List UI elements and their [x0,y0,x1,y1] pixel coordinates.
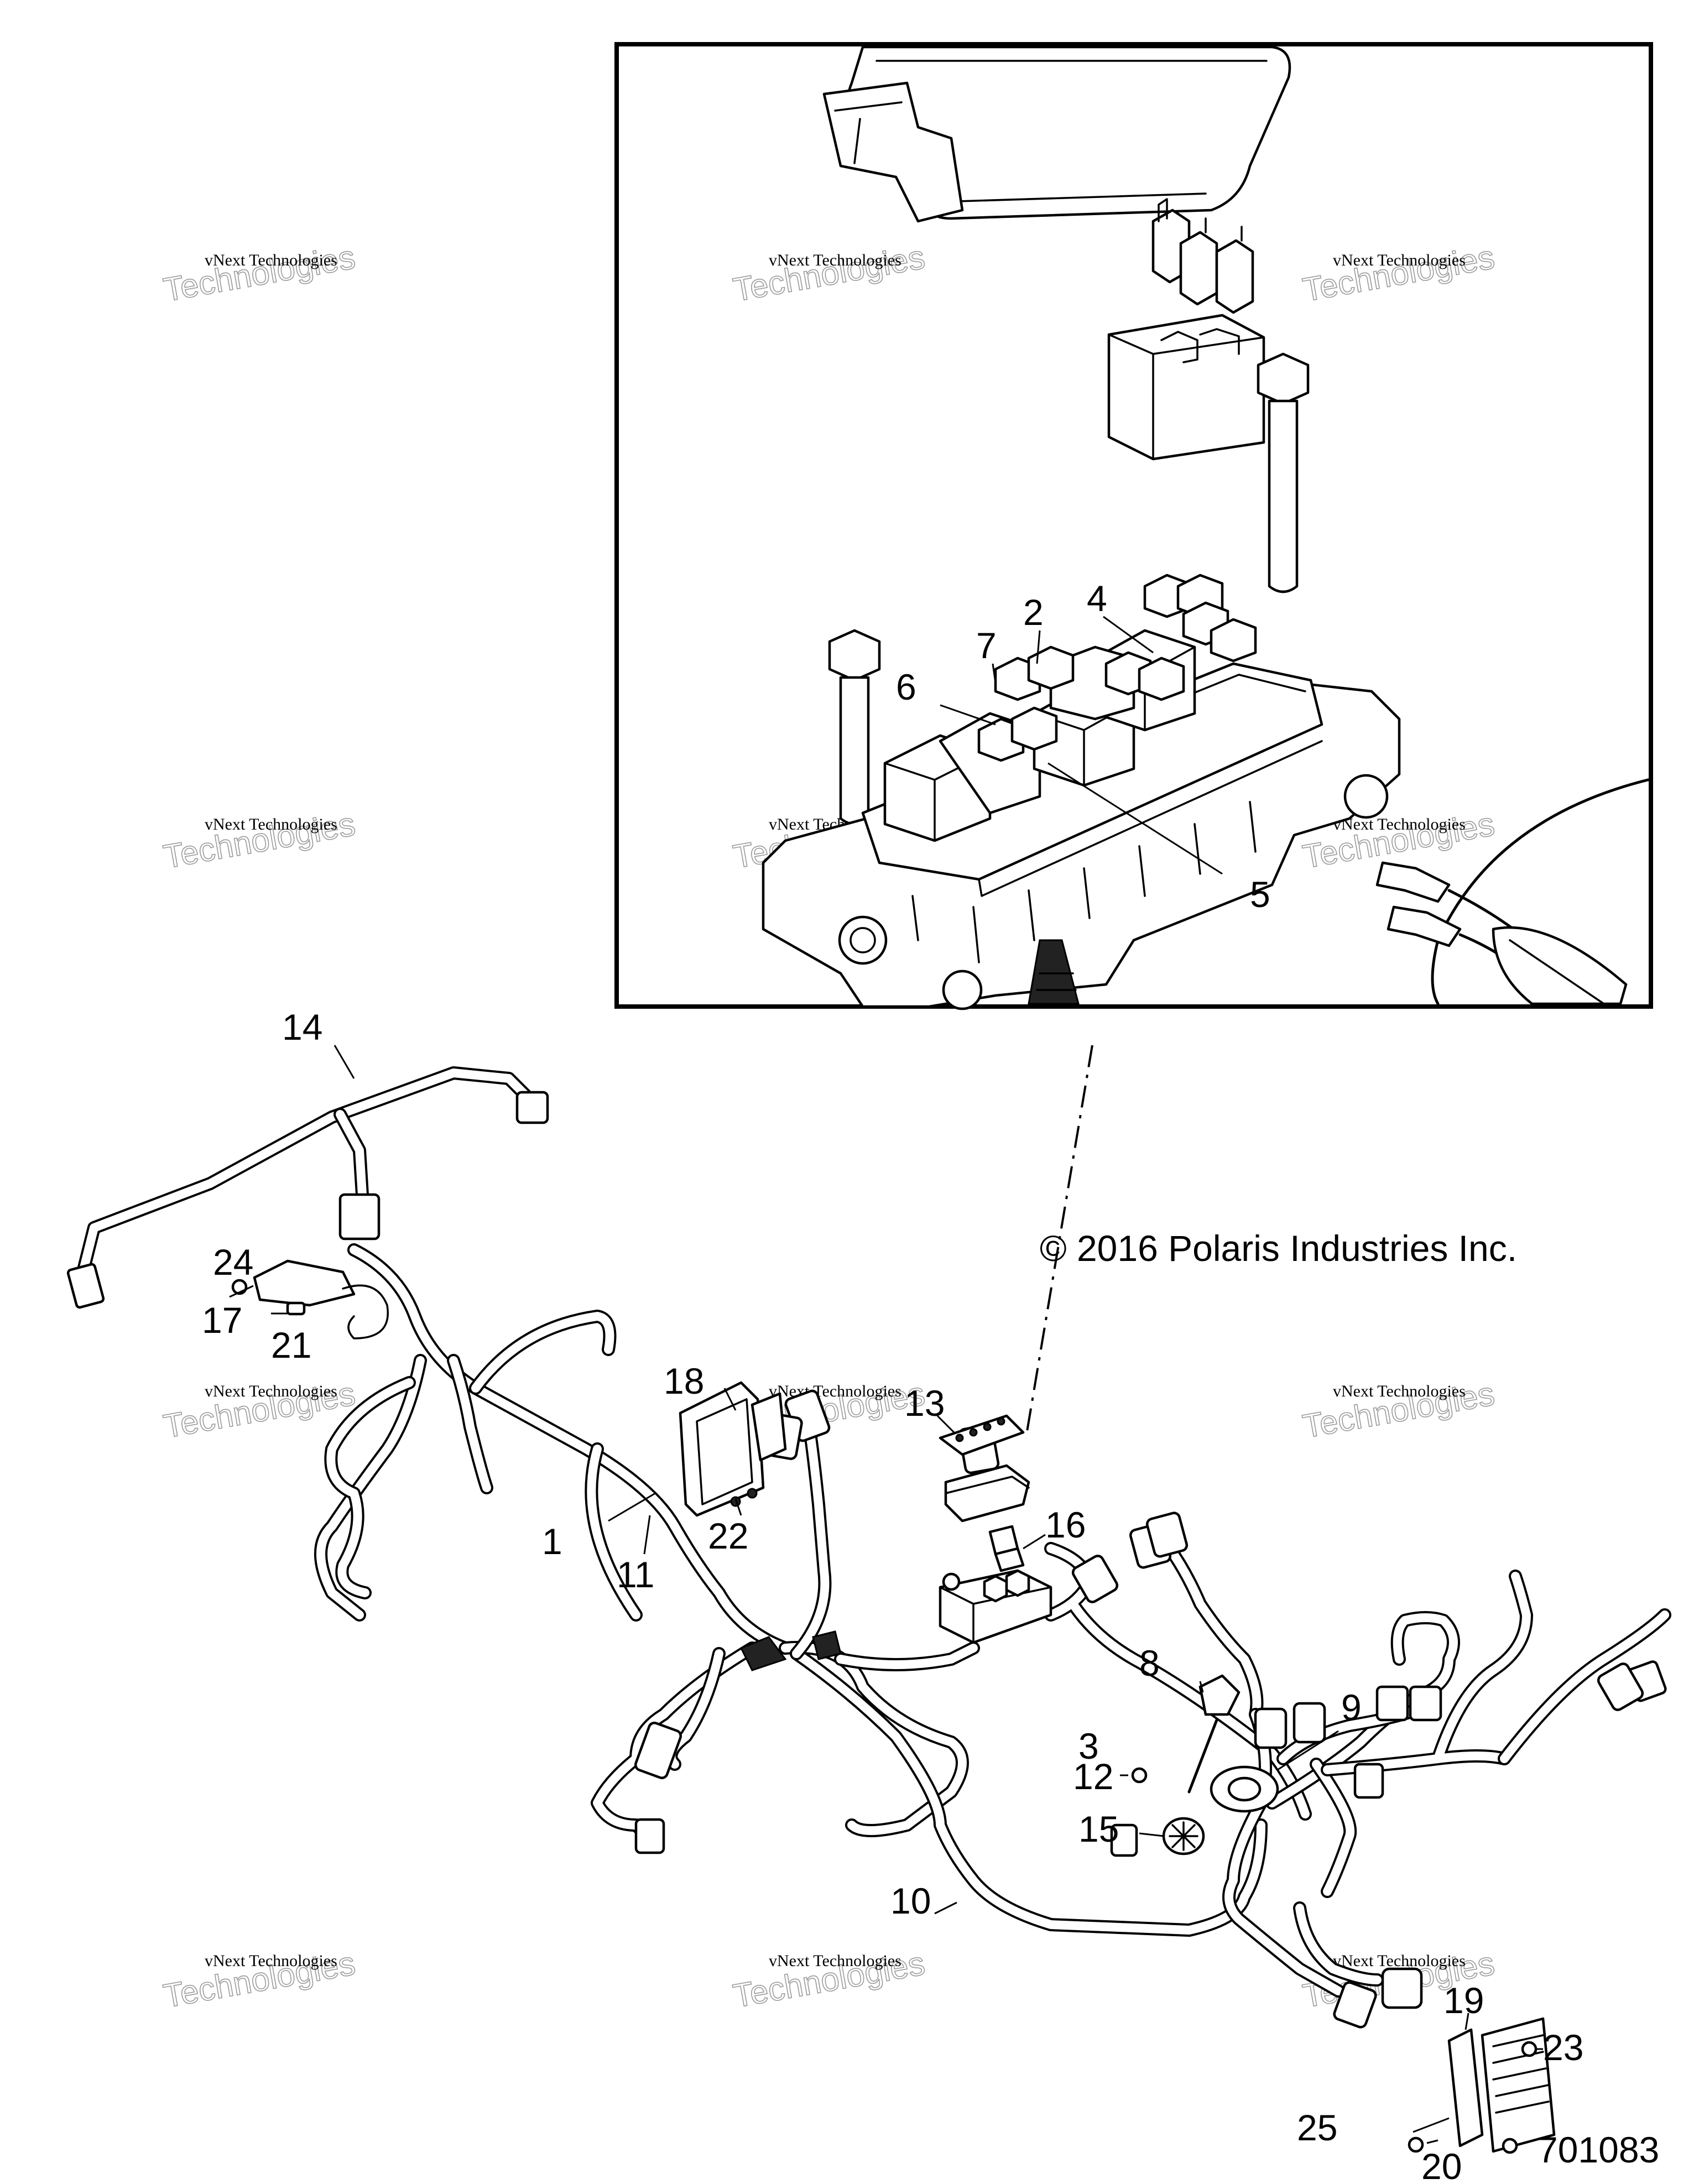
callout-19: 19 [1443,1980,1484,2021]
fuse-box-detail-inset [614,42,1653,1010]
relays [883,574,1257,842]
callout-11: 11 [617,1554,655,1595]
fuse-box-cover [822,45,1291,223]
watermark-2: Technologies vNext Technologies [730,238,928,309]
callout-12: 12 [1073,1756,1113,1797]
part-18-ecu [679,1381,787,1517]
watermark-11: Technologies vNext Technologies [730,1944,928,2015]
callout-22: 22 [708,1515,748,1556]
part-16-relay [988,1525,1025,1572]
callout-3: 3 [1078,1726,1099,1766]
callout-1: 1 [542,1521,562,1562]
watermark-10: Technologies vNext Technologies [160,1944,358,2015]
callout-2: 2 [1023,592,1044,633]
svg-text:vNext Technologies: vNext Technologies [1333,1952,1466,1970]
part-15-grommet [1162,1817,1205,1855]
svg-text:vNext Technologies: vNext Technologies [769,1382,901,1400]
part-20-23-screws [1408,2041,1538,2154]
battery-leads [1375,778,1650,1005]
callout-6: 6 [896,666,916,707]
svg-text:vNext Technologies: vNext Technologies [1333,1382,1466,1400]
mounting-bolt-right [1257,352,1310,593]
part-13-fuse-box-assembly [939,1414,1030,1523]
callout-17: 17 [202,1300,242,1341]
callout-20: 20 [1421,2146,1462,2184]
part-8-connector [1198,1674,1241,1716]
svg-text:vNext Technologies: vNext Technologies [769,251,901,269]
watermark-7: Technologies vNext Technologies [160,1374,358,1445]
watermark-4: Technologies vNext Technologies [160,805,358,875]
callout-9: 9 [1341,1687,1362,1728]
callout-24: 24 [213,1242,253,1283]
svg-text:vNext Technologies: vNext Technologies [1333,815,1466,833]
svg-text:vNext Technologies: vNext Technologies [205,251,337,269]
inset-frame [614,42,1653,1009]
callout-14: 14 [282,1007,322,1047]
callout-4: 4 [1087,578,1107,619]
copyright-notice: © 2016 Polaris Industries Inc. [1040,1228,1517,1269]
callout-5: 5 [1250,874,1270,915]
callout-7: 7 [976,625,997,666]
mounting-bolt-left [828,629,881,826]
fuse-relay-block [1107,314,1265,461]
svg-text:vNext Technologies: vNext Technologies [205,1382,337,1400]
callout-15: 15 [1078,1808,1119,1849]
watermark-1: Technologies vNext Technologies [160,238,358,309]
main-wiring-harness [66,1066,1671,2029]
figure-number: 701083 [1538,2129,1659,2170]
callout-8: 8 [1139,1643,1160,1683]
callout-25: 25 [1297,2107,1337,2148]
svg-text:vNext Technologies: vNext Technologies [769,1952,901,1970]
spare-fuses [1151,198,1254,314]
watermark-3: Technologies vNext Technologies [1300,238,1498,309]
callout-21: 21 [271,1325,311,1365]
detail-reference-line [1025,1045,1093,1438]
callout-16: 16 [1045,1504,1086,1545]
watermark-9: Technologies vNext Technologies [1300,1374,1498,1445]
svg-text:Technologies: Technologies [731,238,928,309]
leader-lines [229,616,1543,2144]
svg-text:Technologies: Technologies [1300,238,1498,309]
callout-10: 10 [890,1880,931,1921]
callout-18: 18 [664,1361,704,1401]
svg-text:Technologies: Technologies [161,238,358,309]
svg-text:vNext Technologies: vNext Technologies [1333,251,1466,269]
part-9-grommet [1210,1765,1279,1813]
svg-text:vNext Technologies: vNext Technologies [205,815,337,833]
callout-13: 13 [904,1383,945,1424]
part-fuse-block-center [939,1569,1052,1644]
callout-labels: 1 2 3 4 5 6 7 8 9 10 11 12 13 14 15 16 1… [202,578,1583,2184]
part-3-12-screw [1131,1718,1218,1794]
part-17-24-bracket [231,1259,389,1339]
callout-23: 23 [1543,2027,1583,2068]
svg-text:vNext Technologies: vNext Technologies [205,1952,337,1970]
